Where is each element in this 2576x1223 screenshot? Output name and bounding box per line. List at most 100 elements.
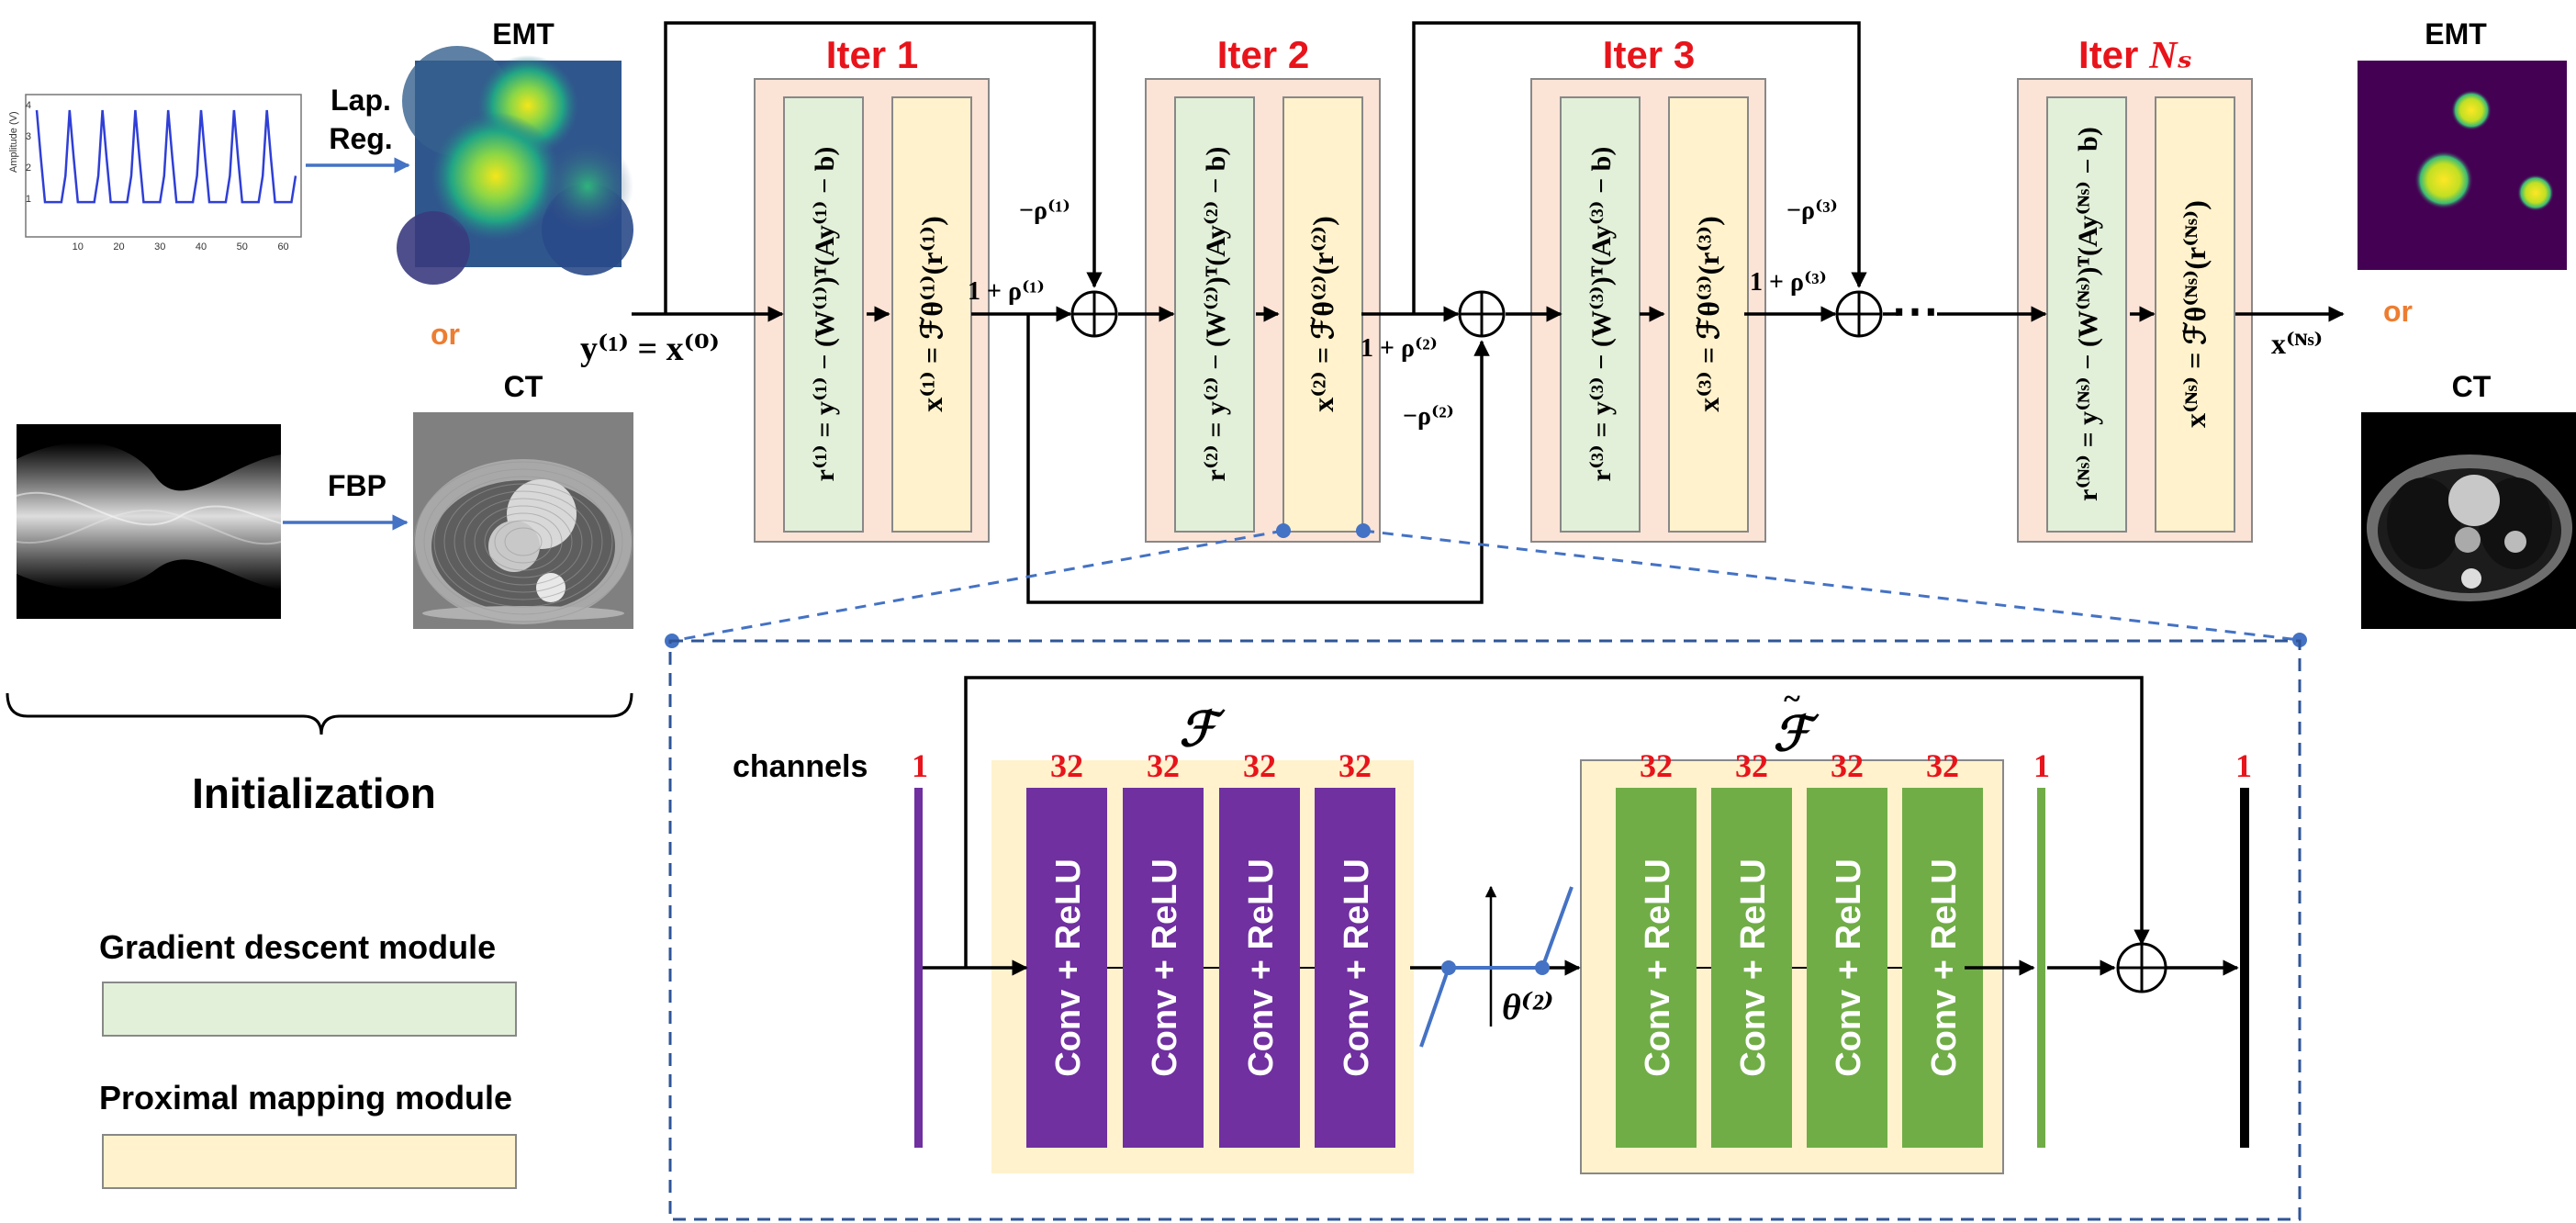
proximal-mapping-module xyxy=(2155,96,2235,533)
f-label: ℱ xyxy=(1180,704,1226,757)
emt-init-label: EMT xyxy=(492,17,554,50)
iteration-block-2: Iter 2 r⁽²⁾ = y⁽²⁾ − (W⁽²⁾)ᵀ(Ay⁽²⁾ − b) x⁽… xyxy=(1145,33,1381,543)
channel-count: 32 xyxy=(1243,747,1276,784)
conv-relu-label: Conv + ReLU xyxy=(1338,858,1376,1077)
conv-relu-label: Conv + ReLU xyxy=(1639,858,1677,1077)
channel-count: 32 xyxy=(1640,747,1673,784)
output-channel-bar xyxy=(2240,788,2249,1148)
gradient-equation: r⁽³⁾ = y⁽³⁾ − (W⁽³⁾)ᵀ(Ay⁽³⁾ − b) xyxy=(1586,147,1617,482)
initialization-title: Initialization xyxy=(192,769,436,817)
plot-ytick: 4 xyxy=(26,100,31,111)
channel-count: 32 xyxy=(1338,747,1372,784)
detail-sum-node xyxy=(2116,942,2167,993)
conv-block-bg xyxy=(1123,788,1204,1148)
channels-label: channels xyxy=(733,749,868,784)
iteration-title: Iter 1 xyxy=(826,33,918,76)
proximal-mapping-module xyxy=(891,96,972,533)
channel-count: 32 xyxy=(1831,747,1864,784)
lap-reg-label-1: Lap. xyxy=(330,84,391,117)
input-channel-bar xyxy=(914,788,923,1148)
gradient-descent-module xyxy=(2046,96,2127,533)
pos-rho-2: 1 + ρ⁽²⁾ xyxy=(1361,334,1438,363)
or-label-init: or xyxy=(431,318,460,351)
lap-reg-label-2: Reg. xyxy=(329,122,392,155)
conv-block-bg xyxy=(1616,788,1697,1148)
input-label: y⁽¹⁾ = x⁽⁰⁾ xyxy=(580,330,720,368)
conv-block-bg xyxy=(1807,788,1887,1148)
proximal-mapping-module xyxy=(1668,96,1749,533)
proximal-equation: x⁽¹⁾ = ℱθ⁽¹⁾(r⁽¹⁾) xyxy=(915,216,948,412)
plot-xtick: 10 xyxy=(73,241,84,252)
ct-output-image xyxy=(2361,412,2576,629)
gradient-equation: r⁽¹⁾ = y⁽¹⁾ − (W⁽¹⁾)ᵀ(Ay⁽¹⁾ − b) xyxy=(810,147,840,482)
pos-rho-1: 1 + ρ⁽¹⁾ xyxy=(968,277,1045,306)
channel-count: 32 xyxy=(1050,747,1083,784)
neg-rho-1: −ρ⁽¹⁾ xyxy=(1019,196,1070,225)
emt-init-image xyxy=(397,46,633,285)
proximal-equation: x⁽³⁾ = ℱθ⁽³⁾(r⁽³⁾) xyxy=(1692,216,1725,412)
plot-xtick: 20 xyxy=(113,241,124,252)
ct-output-label: CT xyxy=(2452,370,2492,403)
conv-relu-label: Conv + ReLU xyxy=(1925,858,1964,1077)
conv-block-bg xyxy=(1219,788,1300,1148)
tilde-mark: ~ xyxy=(1784,682,1800,716)
conv-relu-label: Conv + ReLU xyxy=(1049,858,1088,1077)
theta-label: θ⁽²⁾ xyxy=(1502,986,1554,1027)
channel-in: 1 xyxy=(912,747,928,784)
channel-count: 32 xyxy=(1147,747,1180,784)
proximal-equation: x⁽²⁾ = ℱθ⁽²⁾(r⁽²⁾) xyxy=(1306,216,1339,412)
conv-block-bg xyxy=(1711,788,1792,1148)
f-conv-block-1: Conv + ReLU 32 xyxy=(1026,747,1123,1148)
zoom-connectors xyxy=(665,523,2307,648)
plot-xtick: 40 xyxy=(196,241,207,252)
sum-node-1 xyxy=(1070,290,1118,338)
iteration-block-1: Iter 1 r⁽¹⁾ = y⁽¹⁾ − (W⁽¹⁾)ᵀ(Ay⁽¹⁾ − b) x⁽… xyxy=(754,33,990,543)
flow-lines xyxy=(632,21,2345,604)
proximal-mapping-module xyxy=(1282,96,1363,533)
plot-xtick: 60 xyxy=(277,241,288,252)
ct-init-label: CT xyxy=(504,370,543,403)
continuation-dots: ⋯ xyxy=(1891,286,1939,338)
sinogram-image xyxy=(16,424,282,619)
ftilde-conv-block-1: Conv + ReLU 32 xyxy=(1616,747,1711,1148)
iteration-block-4: Iter Nₛr⁽ᴺˢ⁾ = y⁽ᴺˢ⁾ − (W⁽ᴺˢ⁾)ᵀ(Ay⁽ᴺˢ⁾ −… xyxy=(2017,33,2253,543)
iteration-title: Iter 2 xyxy=(1217,33,1309,76)
sum-nodes xyxy=(1070,290,1883,338)
sum-node-2 xyxy=(1458,290,1506,338)
gradient-equation: r⁽²⁾ = y⁽²⁾ − (W⁽²⁾)ᵀ(Ay⁽²⁾ − b) xyxy=(1201,147,1231,482)
detail-panel xyxy=(668,639,2302,1221)
plot-xtick: 30 xyxy=(154,241,165,252)
legend-gradient-swatch xyxy=(102,982,517,1037)
pos-rho-3: 1 + ρ⁽³⁾ xyxy=(1750,268,1827,297)
channel-ftilde-out: 1 xyxy=(2033,747,2050,784)
proximal-equation: x⁽ᴺˢ⁾ = ℱθ⁽ᴺˢ⁾(r⁽ᴺˢ⁾) xyxy=(2178,200,2212,428)
ct-init-image xyxy=(413,412,633,629)
iteration-title: Iter Nₛ xyxy=(2078,33,2192,77)
legend-proximal-swatch xyxy=(102,1134,517,1189)
iteration-block-3: Iter 3r⁽³⁾ = y⁽³⁾ − (W⁽³⁾)ᵀ(Ay⁽³⁾ − b)x⁽… xyxy=(1530,33,1766,543)
legend-proximal-label: Proximal mapping module xyxy=(99,1079,512,1116)
channel-out: 1 xyxy=(2235,747,2252,784)
conv-relu-label: Conv + ReLU xyxy=(1734,858,1773,1077)
fbp-label: FBP xyxy=(328,469,386,502)
legend-gradient-label: Gradient descent module xyxy=(99,928,496,966)
conv-block-bg xyxy=(1315,788,1395,1148)
plot-ytick: 1 xyxy=(26,194,31,205)
gradient-descent-module xyxy=(1174,96,1255,533)
f-conv-block-4: Conv + ReLU 32 xyxy=(1315,747,1395,1148)
emt-output-image xyxy=(2358,61,2567,270)
gradient-descent-module xyxy=(1560,96,1641,533)
conv-relu-label: Conv + ReLU xyxy=(1242,858,1281,1077)
plot-xtick: 50 xyxy=(237,241,248,252)
conv-relu-label: Conv + ReLU xyxy=(1830,858,1868,1077)
plot-ytick: 2 xyxy=(26,163,31,174)
f-conv-block-3: Conv + ReLU 32 xyxy=(1219,747,1315,1148)
f-tilde-label: ℱ xyxy=(1774,709,1820,761)
